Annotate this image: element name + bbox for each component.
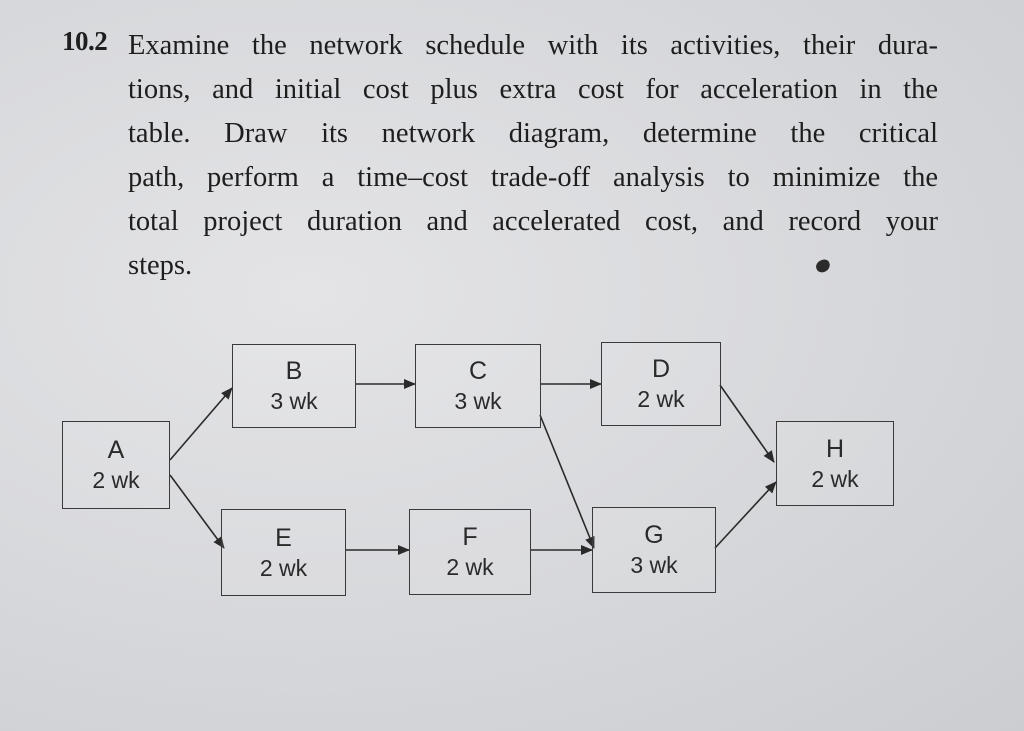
activity-duration: 2 wk bbox=[259, 554, 308, 581]
activity-label: A bbox=[107, 436, 125, 464]
activity-duration: 3 wk bbox=[270, 388, 318, 414]
activity-node-b: B 3 wk bbox=[232, 344, 356, 428]
problem-statement: Examine the network schedule with its ac… bbox=[128, 24, 938, 288]
edge-a-e bbox=[169, 474, 225, 549]
activity-node-a: A 2 wk bbox=[62, 421, 170, 509]
activity-duration: 3 wk bbox=[454, 388, 502, 414]
problem-line: steps. bbox=[128, 250, 193, 281]
activity-label: D bbox=[651, 355, 671, 383]
activity-label: C bbox=[468, 357, 488, 385]
activity-label: H bbox=[825, 434, 845, 463]
problem-line: Examine the network schedule with its ac… bbox=[128, 30, 938, 61]
problem-number: 10.2 bbox=[62, 26, 108, 56]
activity-node-c: C 3 wk bbox=[415, 344, 541, 428]
edge-a-b bbox=[169, 387, 233, 461]
activity-node-h: H 2 wk bbox=[776, 421, 894, 506]
activity-node-d: D 2 wk bbox=[601, 342, 721, 426]
problem-line: table. Draw its network diagram, determi… bbox=[128, 118, 938, 149]
activity-node-e: E 2 wk bbox=[221, 509, 346, 596]
activity-duration: 3 wk bbox=[630, 552, 678, 578]
edge-d-h bbox=[719, 384, 775, 463]
activity-duration: 2 wk bbox=[637, 386, 685, 412]
activity-duration: 2 wk bbox=[92, 467, 140, 493]
activity-label: E bbox=[275, 523, 292, 552]
activity-node-g: G 3 wk bbox=[592, 507, 716, 593]
activity-node-f: F 2 wk bbox=[409, 509, 531, 595]
problem-line: path, perform a time–cost trade-off anal… bbox=[128, 162, 938, 193]
problem-line: total project duration and accelerated c… bbox=[128, 206, 938, 237]
edge-g-h bbox=[714, 481, 777, 549]
activity-label: G bbox=[644, 521, 664, 549]
activity-label: B bbox=[285, 357, 303, 385]
activity-duration: 2 wk bbox=[446, 554, 494, 580]
activity-duration: 2 wk bbox=[811, 465, 859, 492]
problem-line: tions, and initial cost plus extra cost … bbox=[128, 74, 938, 105]
activity-label: F bbox=[462, 523, 478, 551]
edge-c-g bbox=[539, 414, 595, 549]
